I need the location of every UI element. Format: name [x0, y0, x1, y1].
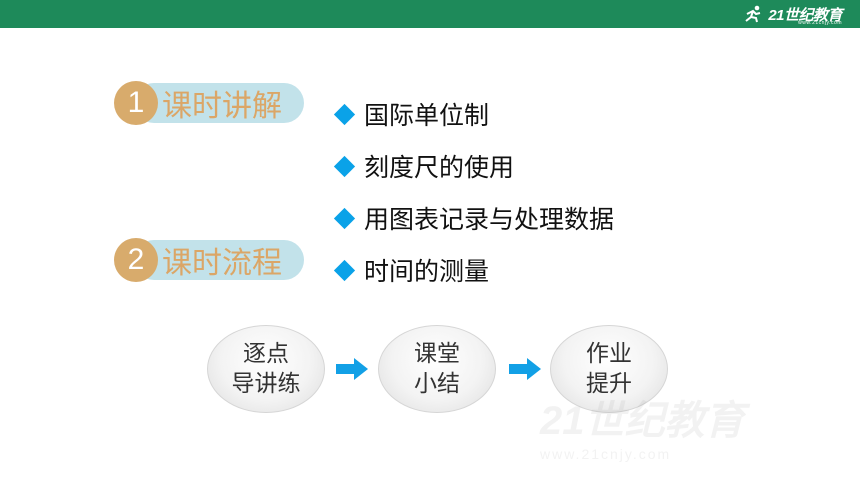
bullet-item: 刻度尺的使用: [333, 140, 614, 192]
bullet-item: 时间的测量: [333, 244, 614, 296]
section-title: 课时讲解: [162, 89, 282, 124]
top-header-bar: 21世纪教育 www.21cnjy.com: [0, 0, 860, 28]
bullet-text: 刻度尺的使用: [364, 153, 515, 182]
bullet-text: 时间的测量: [364, 257, 490, 286]
diamond-bullet-icon: [333, 259, 356, 281]
diamond-bullet-icon: [333, 207, 356, 229]
arrow-right-icon: [509, 358, 541, 380]
section-pill: [134, 83, 304, 123]
bullet-text: 国际单位制: [364, 101, 490, 130]
bullet-item: 国际单位制: [333, 88, 614, 140]
logo: 21世纪教育 www.21cnjy.com: [744, 4, 842, 26]
flow-step-2[interactable]: 课堂 小结: [378, 325, 496, 413]
arrow-right-icon: [336, 358, 368, 380]
bullet-list: 国际单位制 刻度尺的使用 用图表记录与处理数据 时间的测量: [333, 88, 615, 296]
flow-step-3[interactable]: 作业 提升: [550, 325, 668, 413]
section-title: 课时流程: [162, 246, 282, 281]
diamond-bullet-icon: [333, 103, 356, 125]
flow-step-line2: 小结: [414, 371, 460, 397]
section-2: 2 课时流程: [114, 238, 304, 282]
section-1: 1 课时讲解: [114, 81, 304, 125]
flow-step-line1: 逐点: [243, 341, 289, 367]
logo-url: www.21cnjy.com: [798, 20, 842, 26]
bullet-item: 用图表记录与处理数据: [333, 192, 615, 244]
flow-step-line1: 作业: [586, 341, 632, 367]
bullet-text: 用图表记录与处理数据: [364, 205, 615, 234]
watermark: 21世纪教育 www.21cnjy.com: [540, 388, 745, 462]
runner-icon: [745, 5, 761, 23]
flow-step-1[interactable]: 逐点 导讲练: [207, 325, 325, 413]
flow-step-line2: 提升: [586, 371, 632, 397]
watermark-brand: 21世纪教育: [540, 399, 745, 443]
logo-brand: 21世纪教育: [768, 6, 842, 24]
flow-step-line2: 导讲练: [231, 371, 301, 397]
diamond-bullet-icon: [333, 155, 356, 177]
section-number: 2: [114, 238, 158, 282]
watermark-url: www.21cnjy.com: [540, 446, 672, 462]
flow-step-line1: 课堂: [414, 341, 460, 367]
section-pill: [134, 240, 304, 280]
section-number: 1: [114, 81, 158, 125]
